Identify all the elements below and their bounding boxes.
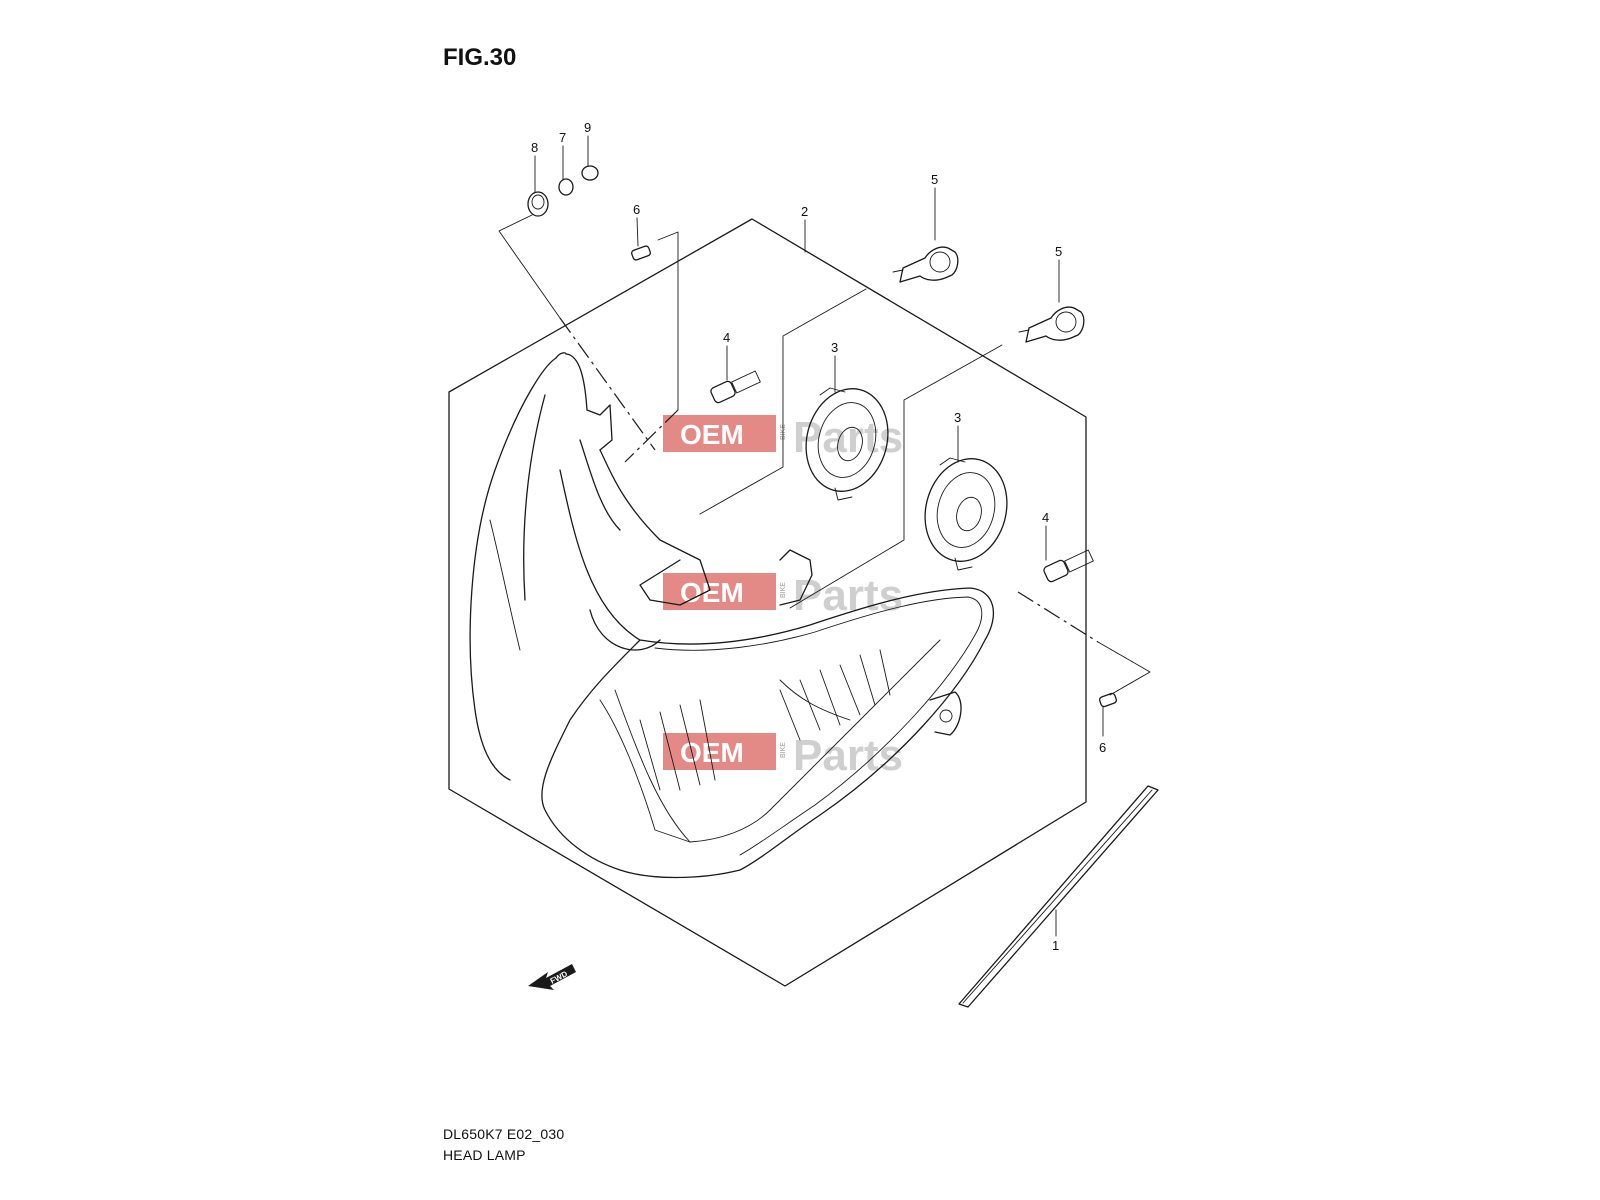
- watermark-1: OEM BIKE Parts: [663, 413, 903, 462]
- diagram-name: HEAD LAMP: [443, 1147, 526, 1163]
- wedge-bulb-lower: [1098, 692, 1118, 708]
- callout-6-upper: 6: [633, 202, 640, 217]
- svg-text:BIKE: BIKE: [780, 582, 787, 598]
- fwd-arrow-icon: FWD: [528, 964, 576, 990]
- socket6-leader-dash: [624, 409, 679, 463]
- seal-strip: [958, 785, 1159, 1008]
- socket-ring-upper: [805, 387, 889, 501]
- callout-4-lower: 4: [1042, 510, 1049, 525]
- position-socket-lower: [1043, 549, 1094, 583]
- bracket-leader-dash: [559, 317, 656, 451]
- socket-frame-lower: [789, 344, 1003, 609]
- callout-8: 8: [531, 140, 538, 155]
- nut-part-9: [581, 165, 599, 181]
- washer-part-7: [558, 178, 574, 196]
- socket-frame-upper: [699, 288, 867, 515]
- h4-bulb-lower: [1018, 306, 1085, 343]
- figure-title: FIG.30: [443, 44, 517, 71]
- svg-text:OEM: OEM: [680, 419, 744, 450]
- h4-bulb-upper: [892, 246, 959, 283]
- callout-3-lower: 3: [954, 410, 961, 425]
- socket6-leader: [657, 231, 679, 411]
- socket4b-dash: [1017, 591, 1099, 643]
- assembly-frame: [448, 218, 1087, 987]
- callout-3-upper: 3: [831, 340, 838, 355]
- callout-5-upper: 5: [931, 172, 938, 187]
- callout-2: 2: [801, 204, 808, 219]
- clip-part-8: [527, 191, 549, 217]
- diagram-code: DL650K7 E02_030: [443, 1126, 565, 1142]
- headlamp-housing: [469, 352, 994, 879]
- svg-text:BIKE: BIKE: [780, 742, 787, 758]
- callout-5-lower: 5: [1055, 244, 1062, 259]
- svg-text:OEM: OEM: [680, 577, 744, 608]
- callout-6-lower: 6: [1099, 740, 1106, 755]
- bracket-leader-top: [498, 214, 561, 319]
- callout-4-upper: 4: [723, 330, 730, 345]
- callout-7: 7: [559, 130, 566, 145]
- position-socket-upper: [710, 370, 761, 404]
- socket6b-leader: [1097, 641, 1151, 696]
- svg-text:BIKE: BIKE: [780, 424, 787, 440]
- callout-1: 1: [1052, 938, 1059, 953]
- watermark-3: OEM BIKE Parts: [663, 731, 903, 780]
- callout-9: 9: [584, 120, 591, 135]
- wedge-bulb-upper: [631, 245, 651, 261]
- svg-text:Parts: Parts: [793, 731, 903, 780]
- socket-ring-lower: [924, 457, 1008, 571]
